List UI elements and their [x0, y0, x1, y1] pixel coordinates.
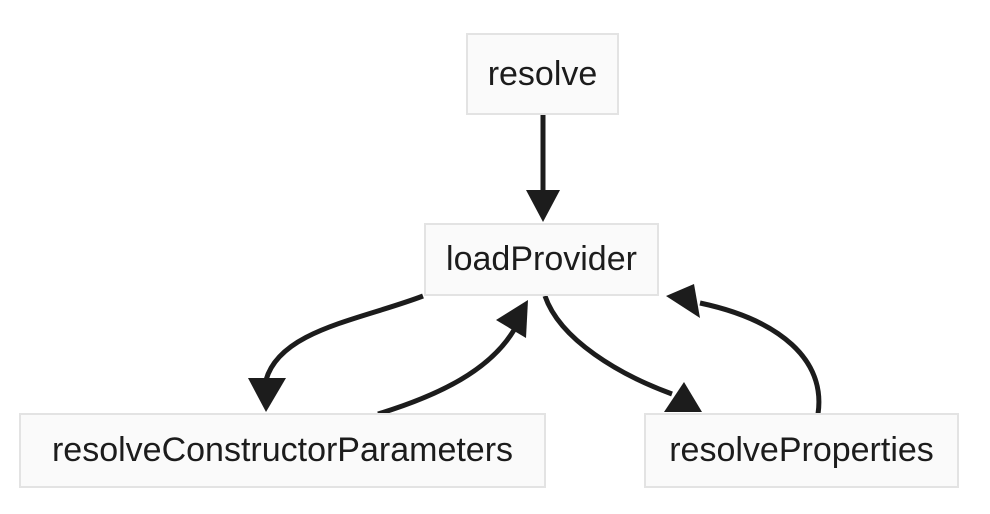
node-resolveConstructorParameters[interactable]: resolveConstructorParameters — [19, 413, 546, 488]
node-box — [424, 223, 659, 296]
arrowhead-icon — [666, 284, 700, 318]
edge-resolveProperties-to-loadProvider[interactable] — [666, 284, 822, 415]
arrowhead-icon — [248, 378, 286, 412]
edge-line — [377, 328, 517, 417]
arrowhead-icon — [496, 300, 528, 338]
edge-loadProvider-to-resolveConstructorParameters[interactable] — [248, 293, 424, 412]
edge-line — [542, 295, 673, 397]
nodes-layer: resolve loadProvider resolveConstructorP… — [19, 33, 959, 488]
edge-resolve-to-loadProvider[interactable] — [526, 114, 560, 222]
edge-loadProvider-to-resolveProperties[interactable] — [542, 295, 702, 412]
node-resolve[interactable]: resolve — [466, 33, 619, 115]
node-box — [644, 413, 959, 488]
node-resolveProperties[interactable]: resolveProperties — [644, 413, 959, 488]
edge-line — [699, 300, 822, 415]
node-box — [19, 413, 546, 488]
node-box — [466, 33, 619, 115]
arrowhead-icon — [526, 190, 560, 222]
edges-layer — [248, 114, 822, 417]
node-label: resolveProperties — [669, 431, 934, 469]
node-label: loadProvider — [446, 240, 637, 278]
edge-resolveConstructorParameters-to-loadProvider[interactable] — [377, 300, 528, 417]
edge-line — [263, 293, 424, 381]
arrowhead-icon — [664, 382, 702, 412]
node-loadProvider[interactable]: loadProvider — [424, 223, 659, 296]
node-label: resolve — [488, 55, 598, 93]
node-label: resolveConstructorParameters — [52, 431, 513, 469]
